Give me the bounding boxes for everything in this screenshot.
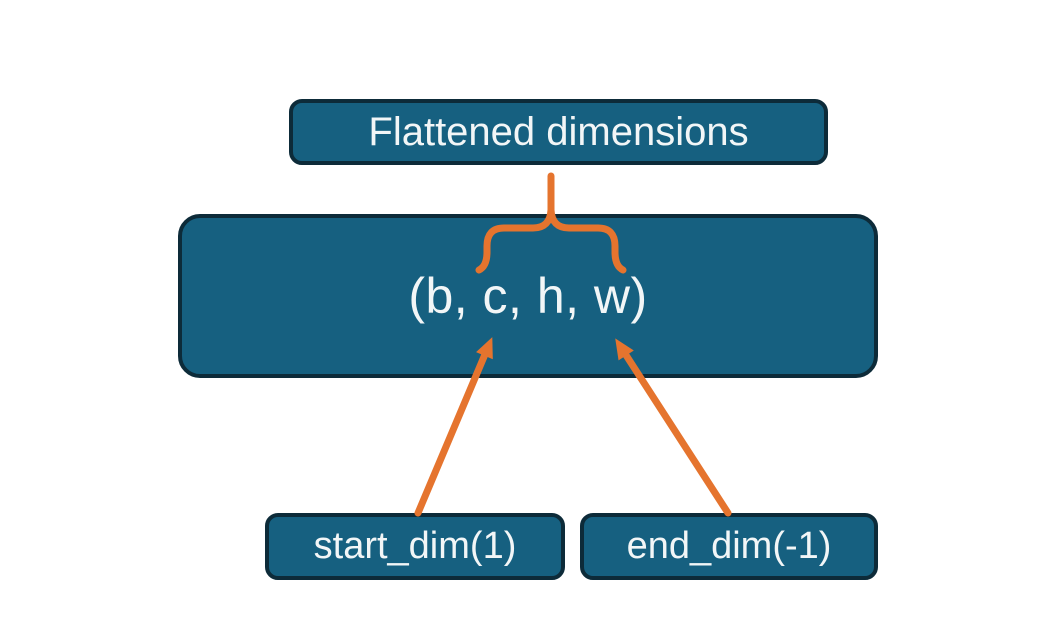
end-dim-label: end_dim(-1) [626,525,832,567]
flattened-dimensions-label: Flattened dimensions [368,109,749,154]
start-dim-label: start_dim(1) [313,525,517,567]
end-dim-box: end_dim(-1) [580,513,878,580]
start-dim-box: start_dim(1) [265,513,565,580]
tensor-shape-box: (b, c, h, w) [178,214,878,378]
tensor-shape-label: (b, c, h, w) [408,268,648,324]
flattened-dimensions-box: Flattened dimensions [289,99,828,165]
